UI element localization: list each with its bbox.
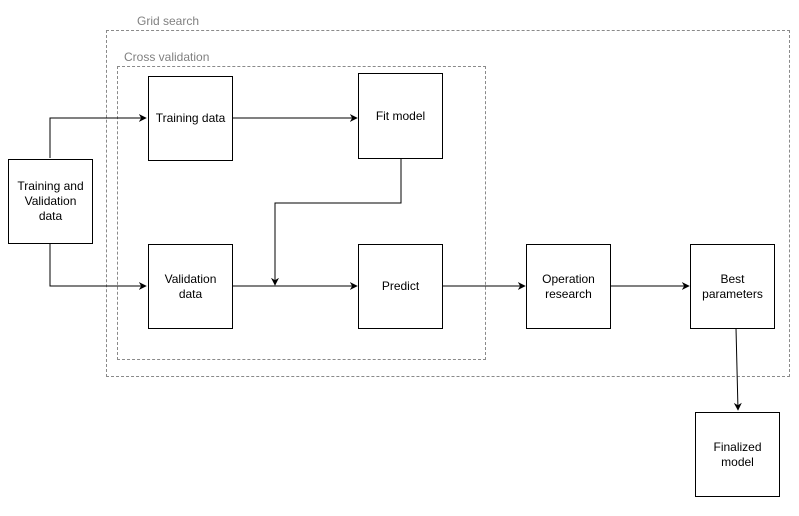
validation-data-label: Validation data [164,271,217,301]
edge-trainval-to-validation [49,244,147,290]
predict-node: Predict [358,244,443,329]
training-data-node: Training data [148,76,233,161]
fit-model-node: Fit model [358,73,443,159]
best-parameters-label: Best parameters [702,271,763,301]
operation-research-label: Operation research [542,271,595,301]
edge-trainval-to-training [49,114,147,158]
edge-best-to-final [733,327,742,411]
grid-search-group [106,30,790,377]
finalized-model-label: Finalized model [713,439,762,469]
best-parameters-node: Best parameters [690,244,775,329]
validation-data-node: Validation data [148,244,233,329]
predict-label: Predict [381,279,420,293]
training-validation-data-label: Training and Validation data [17,179,84,223]
edge-fit-to-merge [271,159,402,286]
training-data-label: Training data [155,111,226,125]
cross-validation-group [117,66,486,360]
finalized-model-node: Finalized model [695,412,780,497]
operation-research-node: Operation research [526,244,611,329]
cross-validation-label: Cross validation [124,50,210,64]
fit-model-label: Fit model [375,108,426,123]
grid-search-label: Grid search [137,14,200,28]
training-validation-data-node: Training and Validation data [8,159,93,244]
